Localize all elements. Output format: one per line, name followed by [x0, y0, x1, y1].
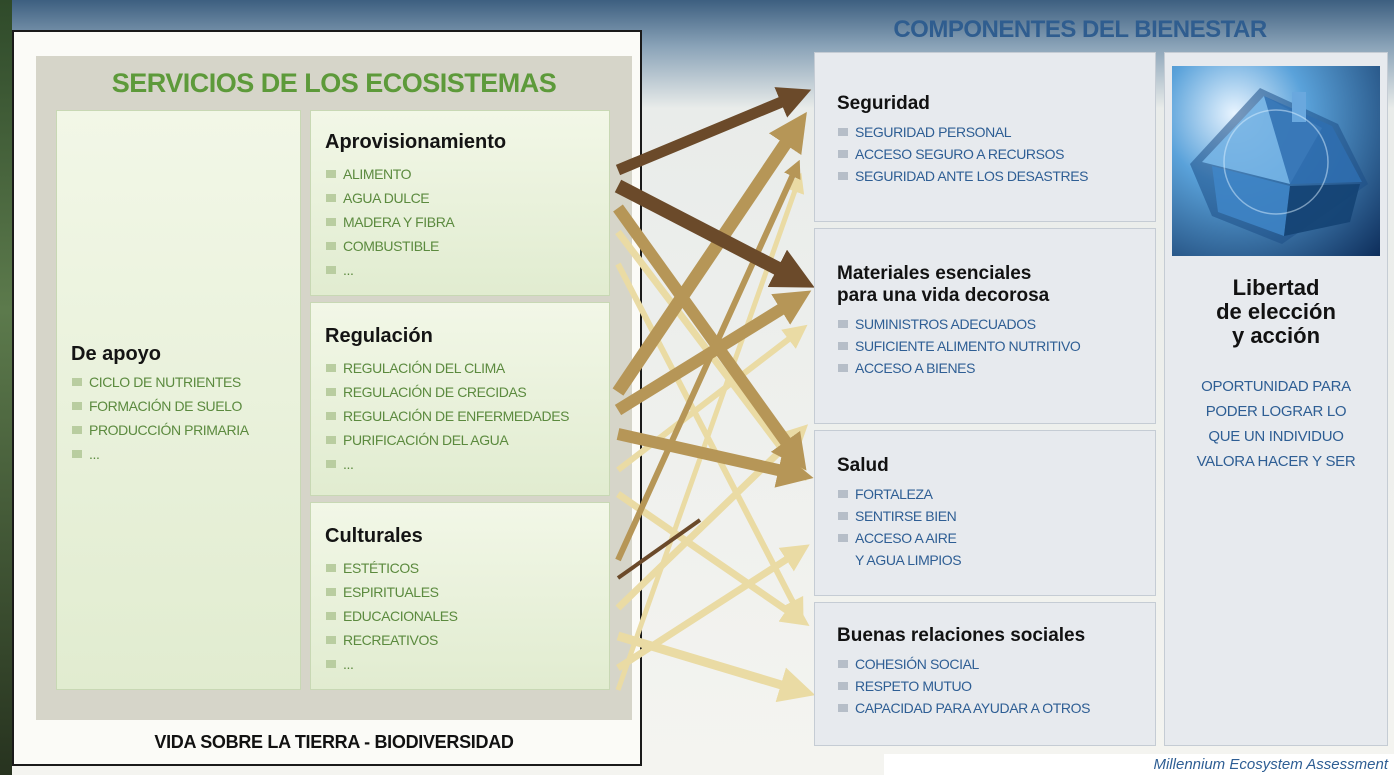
box-relaciones: Buenas relaciones sociales COHESIÓN SOCI…: [814, 602, 1156, 746]
wellbeing-title: COMPONENTES DEL BIENESTAR: [893, 16, 1267, 43]
list-item: ESPIRITUALES: [325, 580, 609, 604]
arrow-medium: [613, 204, 807, 471]
libertad-title-line3: y acción: [1231, 323, 1321, 348]
apoyo-title: De apoyo: [71, 343, 162, 365]
arrow-medium: [616, 428, 814, 488]
credit-bar: Millennium Ecosystem Assessment: [884, 754, 1394, 775]
globe-house-icon: [1172, 66, 1380, 256]
credit-text: Millennium Ecosystem Assessment: [1153, 756, 1388, 773]
arrow-dark: [614, 179, 815, 288]
list-item: EDUCACIONALES: [325, 604, 609, 628]
list-item: REGULACIÓN DE ENFERMEDADES: [325, 404, 609, 428]
libertad-title: Libertad de elección y acción: [1164, 276, 1388, 348]
list-item: ACCESO A AIRE: [837, 527, 1155, 549]
arrow-light: [616, 491, 810, 626]
libertad-description: OPORTUNIDAD PARA PODER LOGRAR LO QUE UN …: [1164, 374, 1388, 474]
relaciones-title: Buenas relaciones sociales: [837, 625, 1086, 646]
culturales-title: Culturales: [325, 525, 423, 547]
arrow-light: [616, 324, 808, 473]
list-item: ACCESO A BIENES: [837, 357, 1155, 379]
list-item: PURIFICACIÓN DEL AGUA: [325, 428, 609, 452]
box-de-apoyo: De apoyo CICLO DE NUTRIENTES FORMACIÓN D…: [56, 110, 301, 690]
box-materiales: Materiales esenciales para una vida deco…: [814, 228, 1156, 424]
list-item: FORMACIÓN DE SUELO: [71, 394, 300, 418]
desc-line: VALORA HACER Y SER: [1196, 453, 1356, 470]
box-regulacion: Regulación REGULACIÓN DEL CLIMA REGULACI…: [310, 302, 610, 496]
list-item: ...: [325, 452, 609, 476]
regulacion-title: Regulación: [325, 325, 433, 347]
list-item: RESPETO MUTUO: [837, 675, 1155, 697]
list-item: SEGURIDAD PERSONAL: [837, 121, 1155, 143]
list-item: RECREATIVOS: [325, 628, 609, 652]
arrow-dark: [615, 87, 812, 176]
materiales-title-line2: para una vida decorosa: [837, 285, 1050, 306]
desc-line: OPORTUNIDAD PARA: [1201, 378, 1351, 395]
box-aprovisionamiento: Aprovisionamiento ALIMENTO AGUA DULCE MA…: [310, 110, 610, 296]
materiales-title-line1: Materiales esenciales: [837, 263, 1032, 284]
list-item: ALIMENTO: [325, 162, 609, 186]
ecosystem-title: SERVICIOS DE LOS ECOSISTEMAS: [111, 68, 557, 98]
list-item: CAPACIDAD PARA AYUDAR A OTROS: [837, 697, 1155, 719]
box-culturales: Culturales ESTÉTICOS ESPIRITUALES EDUCAC…: [310, 502, 610, 690]
arrow-medium: [615, 159, 801, 562]
list-item: SUFICIENTE ALIMENTO NUTRITIVO: [837, 335, 1155, 357]
arrow-medium: [614, 290, 812, 416]
list-item-continued: Y AGUA LIMPIOS: [855, 552, 962, 568]
list-item: FORTALEZA: [837, 483, 1155, 505]
salud-title: Salud: [837, 455, 889, 476]
box-salud: Salud FORTALEZA SENTIRSE BIEN ACCESO A A…: [814, 430, 1156, 596]
list-item: COHESIÓN SOCIAL: [837, 653, 1155, 675]
arrow-medium: [612, 111, 807, 396]
arrow-light: [616, 631, 816, 703]
desc-line: QUE UN INDIVIDUO: [1208, 428, 1344, 445]
list-item: ...: [71, 442, 300, 466]
arrow-dark: [616, 518, 702, 580]
background-strip: [0, 0, 12, 775]
list-item: REGULACIÓN DE CRECIDAS: [325, 380, 609, 404]
list-item: AGUA DULCE: [325, 186, 609, 210]
arrow-light: [616, 544, 810, 671]
list-item: ...: [325, 258, 609, 282]
biodiversity-label: VIDA SOBRE LA TIERRA - BIODIVERSIDAD: [154, 732, 514, 752]
aprovisionamiento-title: Aprovisionamiento: [325, 131, 507, 153]
list-item: MADERA Y FIBRA: [325, 210, 609, 234]
box-seguridad: Seguridad SEGURIDAD PERSONAL ACCESO SEGU…: [814, 52, 1156, 222]
list-item: SUMINISTROS ADECUADOS: [837, 313, 1155, 335]
libertad-title-line2: de elección: [1216, 299, 1336, 324]
desc-line: PODER LOGRAR LO: [1205, 403, 1347, 420]
libertad-title-line1: Libertad: [1232, 275, 1320, 300]
list-item: CICLO DE NUTRIENTES: [71, 370, 300, 394]
list-item: SENTIRSE BIEN: [837, 505, 1155, 527]
list-item: PRODUCCIÓN PRIMARIA: [71, 418, 300, 442]
list-item: SEGURIDAD ANTE LOS DESASTRES: [837, 165, 1155, 187]
list-item: REGULACIÓN DEL CLIMA: [325, 356, 609, 380]
list-item: ...: [325, 652, 609, 676]
list-item: ESTÉTICOS: [325, 556, 609, 580]
seguridad-title: Seguridad: [837, 93, 930, 114]
list-item: ACCESO SEGURO A RECURSOS: [837, 143, 1155, 165]
list-item: COMBUSTIBLE: [325, 234, 609, 258]
